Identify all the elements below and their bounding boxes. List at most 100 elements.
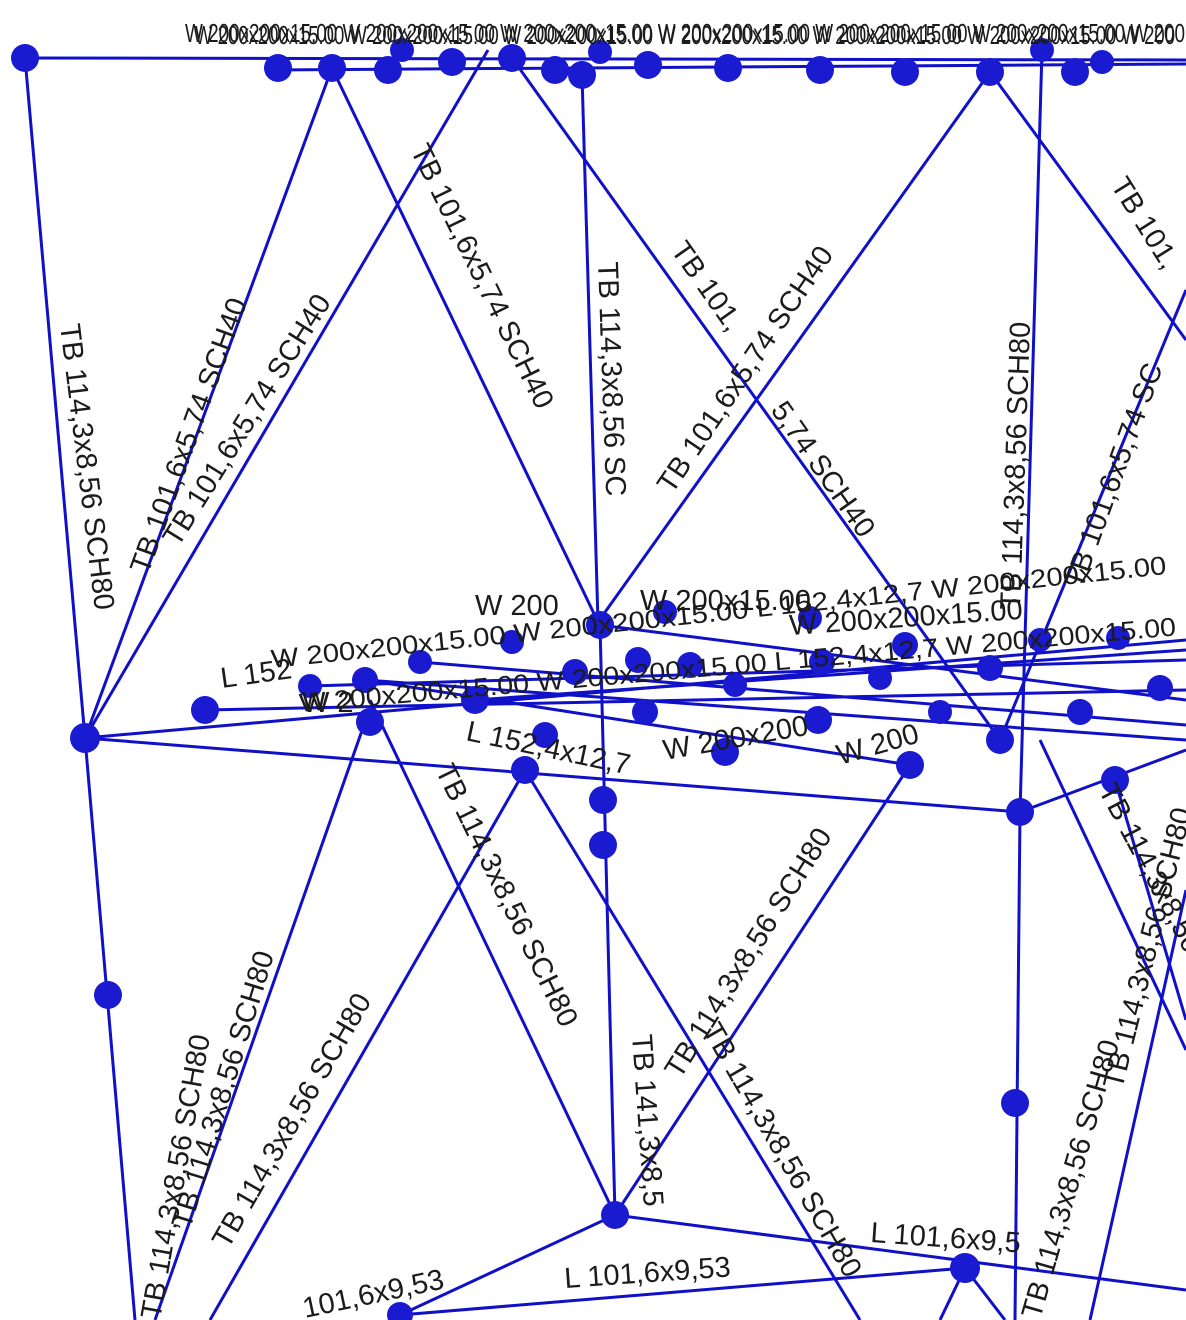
node	[1030, 38, 1054, 62]
member-mid-4	[309, 658, 1186, 688]
node	[634, 51, 662, 79]
member-lower-brace-7	[1013, 811, 1022, 1320]
node	[809, 649, 835, 675]
member-lower-brace-1	[153, 721, 367, 1320]
member-brace-1	[83, 67, 334, 739]
node	[438, 48, 466, 76]
node	[264, 54, 292, 82]
node	[1147, 675, 1173, 701]
node	[601, 1201, 629, 1229]
node	[950, 1253, 980, 1283]
member-bottom-2	[399, 1213, 616, 1317]
node	[586, 611, 614, 639]
node	[318, 54, 346, 82]
frame-nodes	[11, 38, 1173, 1320]
member-lower-brace-8	[1113, 779, 1186, 1021]
node	[374, 56, 402, 84]
node	[352, 667, 378, 693]
node	[891, 58, 919, 86]
node	[568, 61, 596, 89]
node	[589, 831, 617, 859]
node	[191, 696, 219, 724]
node	[714, 54, 742, 82]
node	[632, 699, 658, 725]
label-mid-w2: W 2	[302, 687, 354, 719]
label-brace-4: TB 114,3x8,56 SC	[591, 261, 631, 497]
node	[408, 650, 432, 674]
label-brace-9: TB 101,	[1104, 172, 1185, 275]
member-brace-6	[596, 71, 992, 623]
node	[868, 666, 892, 690]
node	[1061, 58, 1089, 86]
node	[1090, 50, 1114, 74]
node	[541, 56, 569, 84]
node	[928, 700, 952, 724]
node	[977, 655, 1003, 681]
node	[589, 786, 617, 814]
member-mid-3	[204, 688, 1186, 712]
node	[677, 652, 703, 678]
label-lower-brace-9: TB 114,3x8,56 SCH80	[1016, 1036, 1126, 1320]
node	[94, 981, 122, 1009]
member-left-column-lower	[83, 737, 137, 1320]
member-mid-7	[599, 623, 1186, 702]
label-mid-w200: W 200	[475, 590, 559, 622]
label-brace-3: TB 101,6x5,74 SCH40	[404, 139, 560, 414]
member-brace-2	[83, 49, 490, 739]
node	[500, 630, 524, 654]
node	[798, 606, 822, 630]
node	[298, 674, 322, 698]
node	[1101, 766, 1129, 794]
member-lower-brace-5	[598, 624, 617, 1216]
node	[625, 647, 651, 673]
label-bottom-l101-right: L 101,6x9,5	[870, 1217, 1022, 1259]
label-lower-brace-6: TB 114,3x8,56 SCH80	[696, 1018, 868, 1283]
node	[1067, 699, 1093, 725]
node	[588, 40, 612, 64]
member-lower-brace-6	[613, 764, 912, 1216]
node	[896, 751, 924, 779]
label-top-overlap: W 200x200x15.00 W 200x200x15.00 W 200x20…	[185, 18, 1185, 48]
node	[1006, 798, 1034, 826]
member-lower-brace-3	[368, 699, 617, 1216]
member-mid-6	[364, 678, 1186, 742]
node	[498, 44, 526, 72]
member-mid-10	[474, 648, 1186, 702]
node	[806, 56, 834, 84]
member-bottom-3	[399, 1266, 966, 1317]
label-lower-brace-5: TB 114,3x8,56 SCH80	[659, 822, 839, 1083]
member-brace-9	[988, 71, 1186, 341]
node	[562, 659, 588, 685]
node	[1106, 626, 1130, 650]
member-bottom-1	[614, 1213, 1186, 1292]
node	[532, 722, 558, 748]
node	[892, 632, 918, 658]
member-lower-brace-9	[1088, 889, 1186, 1320]
node	[804, 706, 832, 734]
label-brace-5b: 5,74 SCH40	[764, 396, 881, 544]
label-mid-w200-15: W 200x15.00	[640, 585, 811, 617]
member-brace-3	[330, 67, 600, 623]
node	[356, 708, 384, 736]
node	[461, 686, 489, 714]
label-top-overlap-2: W 200x200x15.00 W 200x200x15.00 W 200x20…	[195, 20, 1175, 50]
node	[976, 58, 1004, 86]
node	[511, 756, 539, 784]
node	[986, 726, 1014, 754]
node	[11, 44, 39, 72]
node	[387, 1302, 413, 1320]
node	[723, 673, 747, 697]
node	[70, 723, 100, 753]
member-lower-brace-4	[523, 769, 862, 1320]
member-mid-2	[84, 736, 1021, 814]
member-brace-4	[580, 74, 600, 623]
label-left-column: TB 114,3x8,56 SCH80	[53, 322, 120, 612]
node	[711, 738, 739, 766]
node	[390, 38, 414, 62]
member-lower-brace-10	[1038, 739, 1186, 1051]
member-lower-brace-2	[208, 769, 527, 1320]
member-left-column-upper	[23, 57, 87, 739]
node	[653, 600, 677, 624]
node	[1001, 1089, 1029, 1117]
